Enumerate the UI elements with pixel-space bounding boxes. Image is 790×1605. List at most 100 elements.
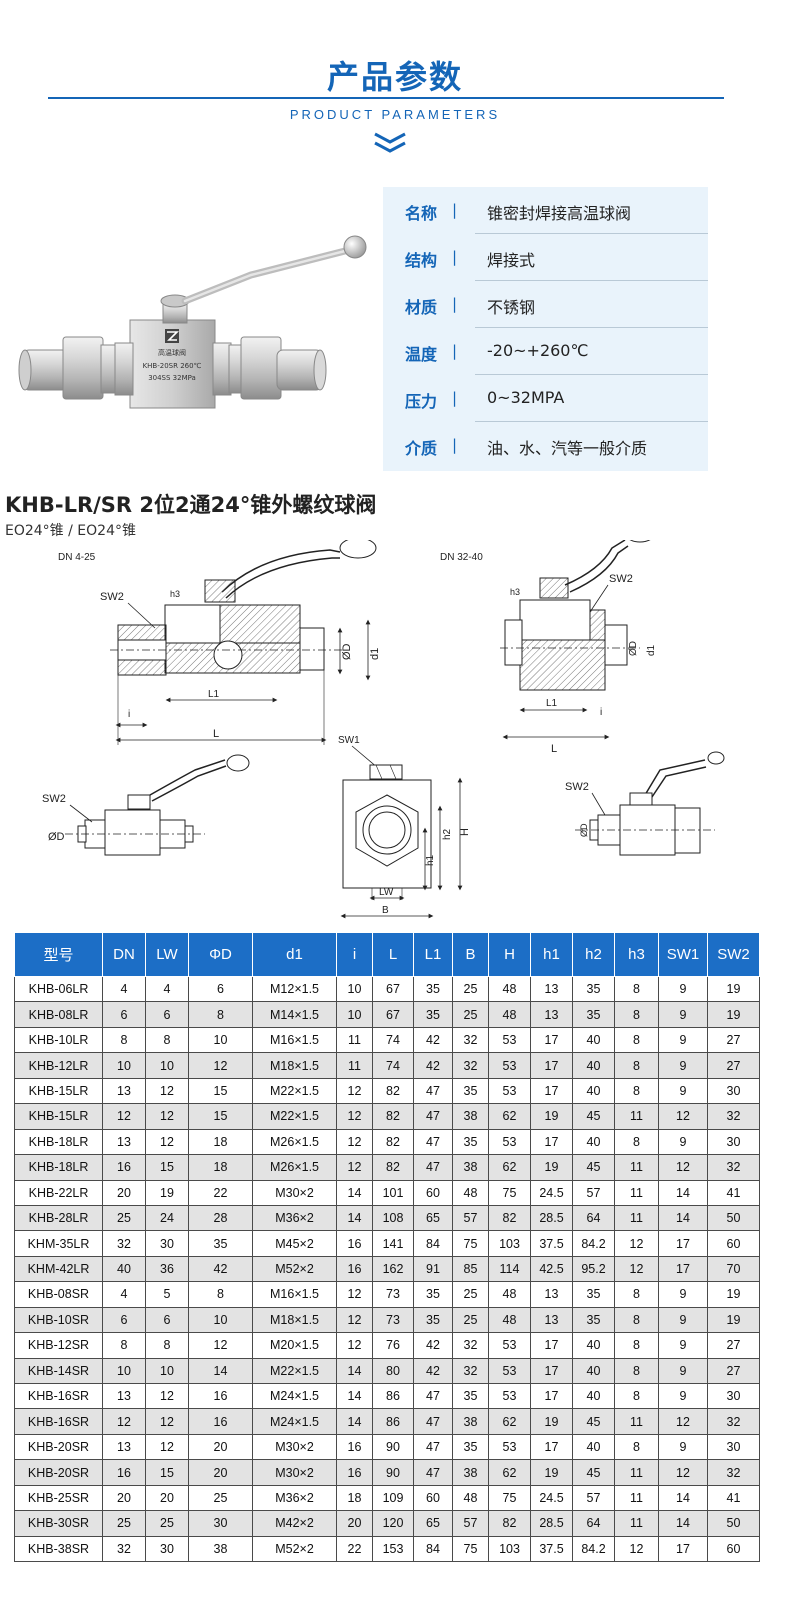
table-cell: 38 (452, 1459, 489, 1486)
table-header-cell: ΦD (188, 932, 253, 977)
table-cell: 12 (102, 1408, 146, 1435)
table-cell: 84 (413, 1535, 453, 1563)
table-cell: 57 (572, 1179, 615, 1206)
table-cell: 95.2 (572, 1255, 615, 1283)
table-cell: 24 (145, 1204, 189, 1232)
table-cell: M52×2 (252, 1255, 337, 1283)
table-cell: 18 (188, 1128, 253, 1156)
model-cell: KHB-12LR (14, 1052, 103, 1079)
table-cell: 19 (707, 975, 760, 1003)
param-row-structure: 结构 | 焊接式 (383, 234, 708, 281)
table-cell: 12 (614, 1535, 659, 1563)
table-cell: 8 (614, 1281, 659, 1308)
table-cell: 12 (145, 1077, 189, 1105)
table-cell: 9 (658, 1281, 708, 1308)
table-cell: 13 (530, 1306, 573, 1334)
label-l: L (213, 728, 219, 740)
label-d-small: ØD (48, 831, 65, 843)
table-cell: 50 (707, 1510, 760, 1537)
table-cell: 42 (413, 1026, 453, 1054)
table-cell: 8 (614, 1306, 659, 1334)
model-cell: KHB-10SR (14, 1306, 103, 1334)
photo-label-1: 高温球阀 (158, 348, 186, 357)
table-cell: 12 (658, 1459, 708, 1486)
table-cell: 35 (452, 1077, 489, 1105)
table-header-cell: L1 (413, 932, 453, 977)
table-cell: 48 (452, 1484, 489, 1512)
table-cell: 8 (614, 975, 659, 1003)
label-sw2: SW2 (100, 591, 124, 603)
table-cell: 64 (572, 1204, 615, 1232)
table-cell: 8 (614, 1001, 659, 1028)
table-cell: 25 (102, 1204, 146, 1232)
table-cell: 12 (145, 1382, 189, 1410)
table-cell: 35 (572, 1001, 615, 1028)
table-cell: 75 (488, 1179, 531, 1206)
table-cell: 10 (145, 1052, 189, 1079)
table-cell: 22 (188, 1179, 253, 1206)
table-cell: 14 (658, 1510, 708, 1537)
table-cell: 50 (707, 1204, 760, 1232)
table-cell: 12 (658, 1154, 708, 1181)
model-cell: KHB-08LR (14, 1001, 103, 1028)
param-label: 介质 (405, 439, 438, 458)
table-cell: 25 (188, 1484, 253, 1512)
table-cell: M20×1.5 (252, 1332, 337, 1359)
table-cell: 53 (488, 1332, 531, 1359)
param-divider (475, 374, 708, 375)
table-cell: 6 (188, 975, 253, 1003)
table-cell: 53 (488, 1357, 531, 1385)
table-cell: 47 (413, 1459, 453, 1486)
table-cell: 25 (452, 1306, 489, 1334)
table-cell: 11 (614, 1179, 659, 1206)
model-cell: KHB-20SR (14, 1459, 103, 1486)
table-header-cell: 型号 (14, 932, 103, 977)
table-cell: 9 (658, 975, 708, 1003)
table-cell: 10 (102, 1052, 146, 1079)
table-cell: 108 (372, 1204, 414, 1232)
table-cell: 60 (707, 1535, 760, 1563)
table-cell: 10 (145, 1357, 189, 1385)
table-cell: 17 (530, 1026, 573, 1054)
table-cell: 9 (658, 1433, 708, 1461)
table-cell: 40 (572, 1128, 615, 1156)
model-cell: KHB-12SR (14, 1332, 103, 1359)
page-subtitle: PRODUCT PARAMETERS (289, 107, 501, 122)
table-cell: 60 (413, 1179, 453, 1206)
table-cell: 30 (707, 1077, 760, 1105)
table-cell: 32 (707, 1103, 760, 1130)
table-cell: 17 (530, 1052, 573, 1079)
label-h: H (459, 828, 471, 836)
table-cell: 27 (707, 1052, 760, 1079)
table-cell: 67 (372, 975, 414, 1003)
table-cell: 9 (658, 1306, 708, 1334)
label-d1-large: d1 (646, 644, 657, 656)
table-cell: 38 (452, 1408, 489, 1435)
table-cell: 8 (145, 1026, 189, 1054)
table-cell: 48 (488, 1001, 531, 1028)
table-cell: M18×1.5 (252, 1052, 337, 1079)
table-cell: 16 (336, 1433, 373, 1461)
table-cell: 12 (145, 1408, 189, 1435)
table-cell: 45 (572, 1408, 615, 1435)
table-cell: 19 (530, 1154, 573, 1181)
table-cell: 40 (572, 1026, 615, 1054)
table-cell: 82 (372, 1128, 414, 1156)
table-cell: 17 (530, 1357, 573, 1385)
model-cell: KHB-16SR (14, 1382, 103, 1410)
table-cell: 15 (145, 1459, 189, 1486)
table-cell: 64 (572, 1510, 615, 1537)
table-cell: M30×2 (252, 1433, 337, 1461)
table-cell: 42 (413, 1332, 453, 1359)
table-cell: 62 (488, 1408, 531, 1435)
table-cell: 16 (336, 1459, 373, 1486)
table-cell: 45 (572, 1459, 615, 1486)
model-cell: KHB-15LR (14, 1103, 103, 1130)
table-cell: 103 (488, 1535, 531, 1563)
param-row-pressure: 压力 | 0~32MPA (383, 375, 708, 422)
